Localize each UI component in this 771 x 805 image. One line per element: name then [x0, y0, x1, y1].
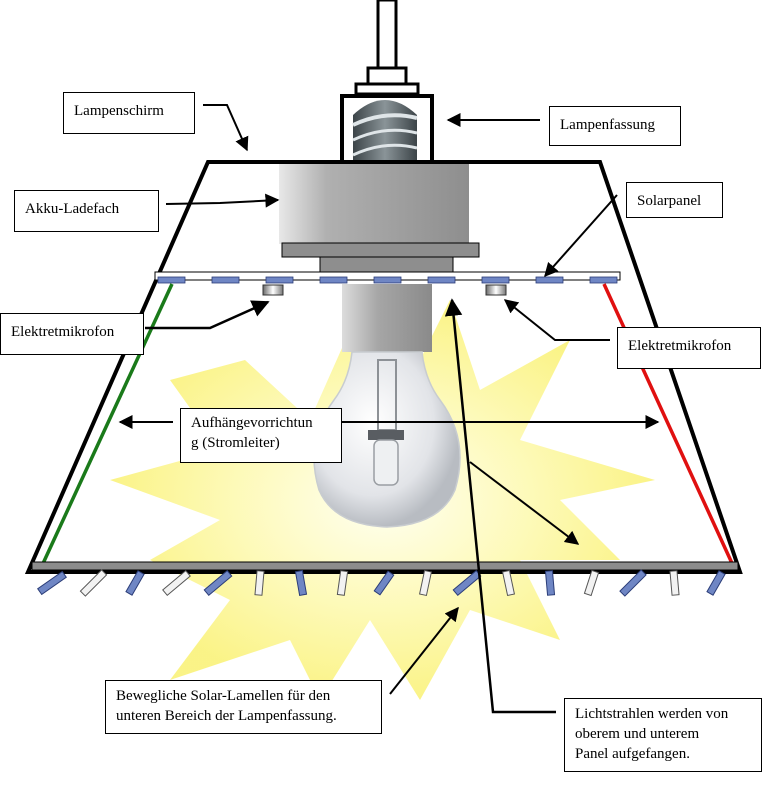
microphone-left: [262, 284, 284, 296]
lamella-plain: [162, 569, 191, 597]
label-solarpanel: Solarpanel: [626, 182, 723, 218]
arrow-mic-right: [503, 299, 610, 341]
label-lampenfassung: Lampenfassung: [549, 106, 681, 146]
lamella-plain: [583, 569, 600, 597]
label-akku-text: Akku-Ladefach: [25, 201, 120, 217]
label-licht-line2: oberem und unterem: [575, 726, 700, 742]
label-aufhaeng-line1: Aufhängevorrichtun: [191, 415, 313, 431]
lamella-plain: [254, 570, 265, 596]
lamella-plain: [501, 569, 516, 597]
arrow-light-ray: [469, 461, 580, 545]
label-mic-right-text: Elektretmikrofon: [628, 338, 732, 354]
lamella-solar: [544, 570, 556, 596]
screw-base: [352, 100, 418, 162]
label-elektretmikrofon-right: Elektretmikrofon: [617, 327, 761, 369]
upper-solar-cells: [157, 276, 618, 284]
callout-lines: [118, 104, 660, 714]
lamella-plain: [336, 570, 349, 596]
arrow-akku: [165, 193, 280, 208]
label-aufhaengevorrichtung: Aufhängevorrichtun g (Stromleiter): [180, 408, 342, 463]
label-lamellen-line1: Bewegliche Solar-Lamellen für den: [116, 688, 331, 704]
solar-cell: [589, 276, 618, 284]
lamella-solar: [37, 570, 67, 596]
lamella-solar: [294, 569, 308, 597]
battery-compartment: [279, 164, 469, 244]
label-mic-left-text: Elektretmikrofon: [11, 324, 115, 340]
label-solarpanel-text: Solarpanel: [637, 193, 702, 209]
lamella-solar: [373, 570, 395, 596]
lamella-solar: [203, 569, 233, 597]
label-lampenschirm-text: Lampenschirm: [74, 103, 164, 119]
lamella-solar: [619, 569, 647, 597]
label-aufhaeng-line2: g (Stromleiter): [191, 435, 280, 451]
lamella-plain: [418, 569, 433, 597]
label-lichtstrahlen: Lichtstrahlen werden von oberem und unte…: [564, 698, 762, 772]
solar-cell: [535, 276, 564, 284]
bulb-socket: [342, 284, 432, 352]
label-akku-ladefach: Akku-Ladefach: [14, 190, 159, 232]
solar-lamellae: [37, 569, 726, 597]
lamella-plain: [79, 569, 108, 597]
label-lampenfassung-text: Lampenfassung: [560, 117, 655, 133]
solar-cell: [427, 276, 456, 284]
arrow-mic-left: [145, 300, 270, 330]
lower-panel-bar: [31, 561, 739, 571]
solar-cell: [157, 276, 186, 284]
arrow-lichtstrahlen: [444, 298, 556, 714]
arrow-lamellen: [389, 606, 459, 695]
label-lampenschirm: Lampenschirm: [63, 92, 195, 134]
solar-cell: [211, 276, 240, 284]
wire-left-green: [38, 283, 174, 571]
lamella-plain: [669, 570, 680, 596]
microphone-right: [485, 284, 507, 296]
battery-base-plate: [281, 242, 480, 258]
solar-cell: [319, 276, 348, 284]
solar-cell: [265, 276, 294, 284]
lamella-solar: [706, 570, 726, 596]
label-lamellen-line2: unteren Bereich der Lampenfassung.: [116, 708, 337, 724]
label-elektretmikrofon-left: Elektretmikrofon: [0, 313, 144, 355]
light-bulb: [313, 351, 461, 528]
label-licht-line1: Lichtstrahlen werden von: [575, 706, 729, 722]
arrow-solarpanel: [544, 194, 618, 278]
label-lamellen: Bewegliche Solar-Lamellen für den untere…: [105, 680, 382, 734]
lamella-solar: [125, 570, 145, 596]
solar-cell: [481, 276, 510, 284]
power-cord: [376, 0, 398, 70]
socket-cap: [354, 82, 420, 96]
arrow-lampenschirm: [203, 104, 249, 152]
label-licht-line3: Panel aufgefangen.: [575, 746, 690, 762]
cord-clamp: [366, 66, 408, 86]
solar-cell: [373, 276, 402, 284]
